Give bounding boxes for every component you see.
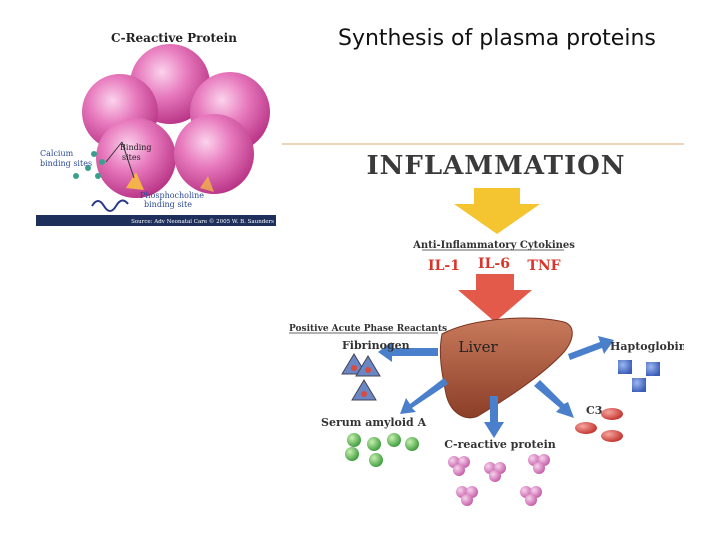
cytokine-il6: IL-6: [478, 256, 510, 272]
c3-disc: [601, 430, 623, 442]
serum-amyloid-ball: [387, 433, 401, 447]
calcium-label: binding sites: [40, 159, 92, 168]
source-bar: [36, 215, 276, 226]
crp-label: C-reactive protein: [444, 438, 556, 451]
fibrinogen-dot: [351, 365, 357, 371]
calcium-dot: [95, 173, 101, 179]
binding-label: sites: [122, 153, 141, 162]
serum-amyloid-ball: [347, 433, 361, 447]
fibrinogen-dot: [365, 367, 371, 373]
c3-disc: [575, 422, 597, 434]
arrow-to-c3: [534, 380, 574, 418]
reactants-heading: Positive Acute Phase Reactants: [289, 324, 447, 334]
c3-label: C3: [586, 404, 602, 417]
calcium-dot: [91, 151, 97, 157]
haptoglobin-cube: [618, 360, 632, 374]
arrow-to-haptoglobin: [568, 336, 614, 360]
cytokines-label: Anti-Inflammatory Cytokines: [412, 240, 575, 251]
crp-cluster: [448, 454, 550, 506]
liver-shape: [439, 317, 573, 419]
crp-subunit: [96, 118, 176, 198]
phosphocholine-label: Phosphocholine: [140, 191, 204, 200]
fibrinogen-triangle: [351, 379, 377, 401]
c3-disc: [601, 408, 623, 420]
serum-amyloid-ball: [345, 447, 359, 461]
haptoglobin-cube: [632, 378, 646, 392]
arrow-to-crp: [484, 396, 504, 438]
binding-pointer: [105, 141, 123, 163]
yellow-down-arrow: [454, 188, 540, 234]
serum-amyloid-ball: [367, 437, 381, 451]
fibrinogen-dot: [361, 391, 367, 397]
calcium-dot: [73, 173, 79, 179]
arrow-to-fibrinogen: [378, 342, 438, 362]
crp-subunit: [174, 114, 254, 194]
liver-label: Liver: [458, 338, 498, 356]
binding-pointer: [121, 141, 135, 179]
cytokine-il1: IL-1: [428, 258, 460, 274]
phosphocholine-site-triangle: [126, 172, 144, 190]
arrow-to-serum-amyloid: [400, 378, 448, 414]
inflammation-figure: INFLAMMATION Anti-Inflammatory Cytokines…: [282, 143, 684, 506]
source-text: Source: Adv Neonatal Care © 2005 W. B. S…: [131, 218, 274, 225]
crp-figure-title: C-Reactive Protein: [111, 31, 237, 45]
haptoglobin-cube: [646, 362, 660, 376]
phosphocholine-chain: [91, 199, 129, 212]
inflammation-heading: INFLAMMATION: [366, 151, 625, 181]
calcium-label: Calcium: [40, 149, 74, 158]
calcium-dot: [85, 165, 91, 171]
fibrinogen-triangle: [355, 355, 381, 377]
slide-title: Synthesis of plasma proteins: [338, 26, 656, 51]
cytokine-tnf: TNF: [527, 258, 560, 274]
red-down-arrow: [458, 274, 532, 322]
crp-figure: C-Reactive Protein Calcium binding sites…: [36, 31, 276, 226]
phosphocholine-site-triangle: [200, 176, 214, 192]
serum-amyloid-ball: [405, 437, 419, 451]
serum-amyloid-ball: [369, 453, 383, 467]
binding-label: Binding: [120, 143, 152, 152]
phosphocholine-label: binding site: [144, 200, 192, 209]
haptoglobin-label: Haptoglobin: [610, 340, 684, 353]
fibrinogen-label: Fibrinogen: [342, 339, 410, 352]
serum-amyloid-label: Serum amyloid A: [321, 416, 427, 429]
calcium-dot: [99, 159, 105, 165]
